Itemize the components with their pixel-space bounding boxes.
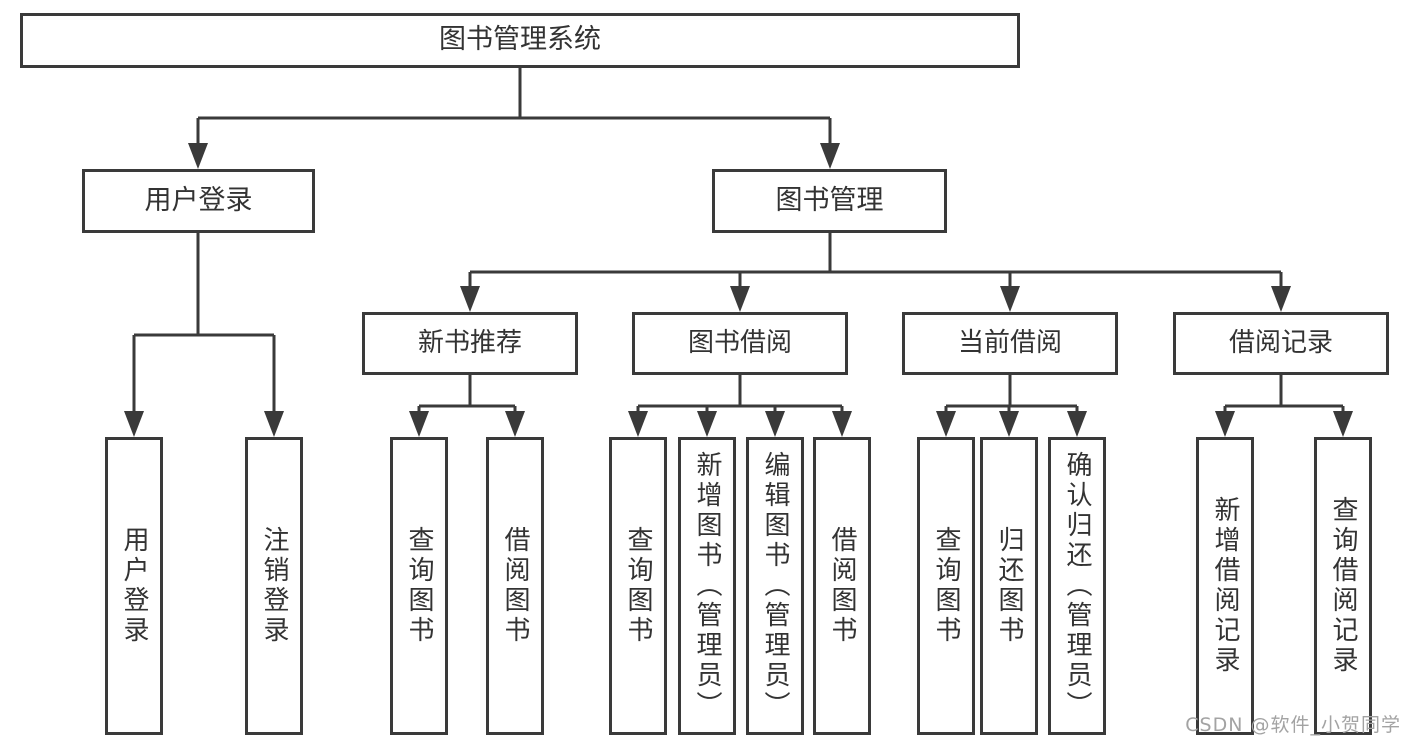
- node-new-book-recommendation: 新书推荐: [362, 312, 578, 375]
- arrow-down-icon: [460, 286, 480, 312]
- node-current-borrowing: 当前借阅: [902, 312, 1118, 375]
- leaf-query-books-recommend: 查询图书: [390, 437, 448, 735]
- connector-path: [636, 375, 844, 430]
- leaf-borrow-books-borrowing: 借阅图书: [813, 437, 871, 735]
- arrow-down-icon: [1333, 411, 1353, 437]
- arrow-down-icon: [264, 411, 284, 437]
- connector-book-borrowing-children: [628, 375, 852, 437]
- arrow-down-icon: [1067, 411, 1087, 437]
- connector-new-book-recommendation-children: [409, 375, 525, 437]
- arrow-down-icon: [697, 411, 717, 437]
- connector-current-borrowing-children: [936, 375, 1087, 437]
- connector-path: [468, 233, 1283, 305]
- leaf-add-books-admin: 新增图书（管理员）: [678, 437, 736, 735]
- connector-path: [1223, 375, 1345, 430]
- arrow-down-icon: [628, 411, 648, 437]
- arrow-down-icon: [832, 411, 852, 437]
- arrow-down-icon: [936, 411, 956, 437]
- watermark: CSDN @软件_小贺同学: [1185, 714, 1401, 736]
- node-user-login: 用户登录: [82, 169, 315, 233]
- arrow-down-icon: [1215, 411, 1235, 437]
- leaf-edit-books-admin: 编辑图书（管理员）: [746, 437, 804, 735]
- arrow-down-icon: [505, 411, 525, 437]
- leaf-query-borrow-record: 查询借阅记录: [1314, 437, 1372, 735]
- leaf-add-borrow-record: 新增借阅记录: [1196, 437, 1254, 735]
- arrow-down-icon: [820, 143, 840, 169]
- arrow-down-icon: [765, 411, 785, 437]
- arrow-down-icon: [1271, 286, 1291, 312]
- node-book-borrowing: 图书借阅: [632, 312, 848, 375]
- leaf-query-books-current: 查询图书: [917, 437, 975, 735]
- connector-user-login-children: [124, 233, 284, 437]
- arrow-down-icon: [188, 143, 208, 169]
- connector-path: [132, 233, 276, 430]
- connector-root-to-branches: [188, 68, 840, 169]
- leaf-logout-login: 注销登录: [245, 437, 303, 735]
- arrow-down-icon: [1000, 286, 1020, 312]
- node-book-management: 图书管理: [712, 169, 947, 233]
- connector-book-management-groups: [460, 233, 1291, 312]
- node-borrowing-records: 借阅记录: [1173, 312, 1389, 375]
- leaf-borrow-books-recommend: 借阅图书: [486, 437, 544, 735]
- arrow-down-icon: [124, 411, 144, 437]
- leaf-return-books: 归还图书: [980, 437, 1038, 735]
- leaf-query-books-borrowing: 查询图书: [609, 437, 667, 735]
- leaf-confirm-return-admin: 确认归还（管理员）: [1048, 437, 1106, 735]
- arrow-down-icon: [730, 286, 750, 312]
- leaf-user-login: 用户登录: [105, 437, 163, 735]
- connector-borrowing-records-children: [1215, 375, 1353, 437]
- arrow-down-icon: [409, 411, 429, 437]
- arrow-down-icon: [999, 411, 1019, 437]
- connector-path: [196, 68, 832, 162]
- connector-path: [417, 375, 517, 430]
- node-library-management-system: 图书管理系统: [20, 13, 1020, 68]
